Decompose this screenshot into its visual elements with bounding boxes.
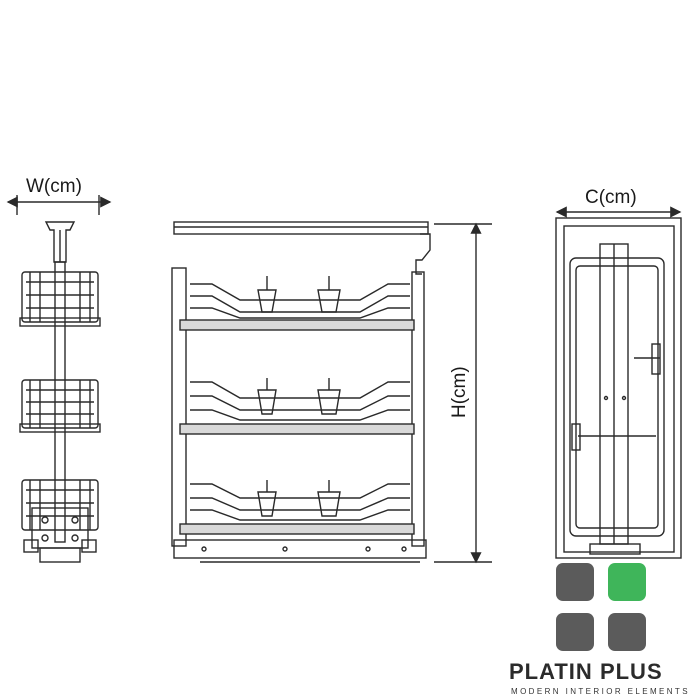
front-shelf-3 — [179, 523, 415, 535]
side-basket-bottom — [21, 479, 99, 531]
brand-name-part1: PLATIN — [509, 659, 593, 684]
logo-tile-bottom-left — [556, 613, 594, 651]
front-basket-3 — [190, 480, 410, 521]
side-runner-plate — [23, 507, 97, 563]
front-basket-1 — [190, 276, 410, 319]
height-label: H(cm) — [449, 366, 470, 418]
front-basket-2 — [190, 378, 410, 421]
top-view — [555, 206, 682, 559]
side-basket-top — [19, 271, 101, 327]
brand-name-part2: PLUS — [599, 659, 663, 684]
logo-tile-top-right — [608, 563, 646, 601]
side-view — [6, 195, 112, 563]
front-view — [171, 221, 492, 564]
brand-name: PLATIN PLUS — [509, 659, 663, 685]
depth-label: C(cm) — [585, 187, 637, 208]
width-label: W(cm) — [26, 176, 82, 197]
logo-tile-top-left — [556, 563, 594, 601]
logo-tile-bottom-right — [608, 613, 646, 651]
front-shelf-1 — [179, 319, 415, 331]
brand-tagline: MODERN INTERIOR ELEMENTS — [511, 687, 690, 696]
side-basket-middle — [19, 379, 101, 433]
front-shelf-2 — [179, 423, 415, 435]
